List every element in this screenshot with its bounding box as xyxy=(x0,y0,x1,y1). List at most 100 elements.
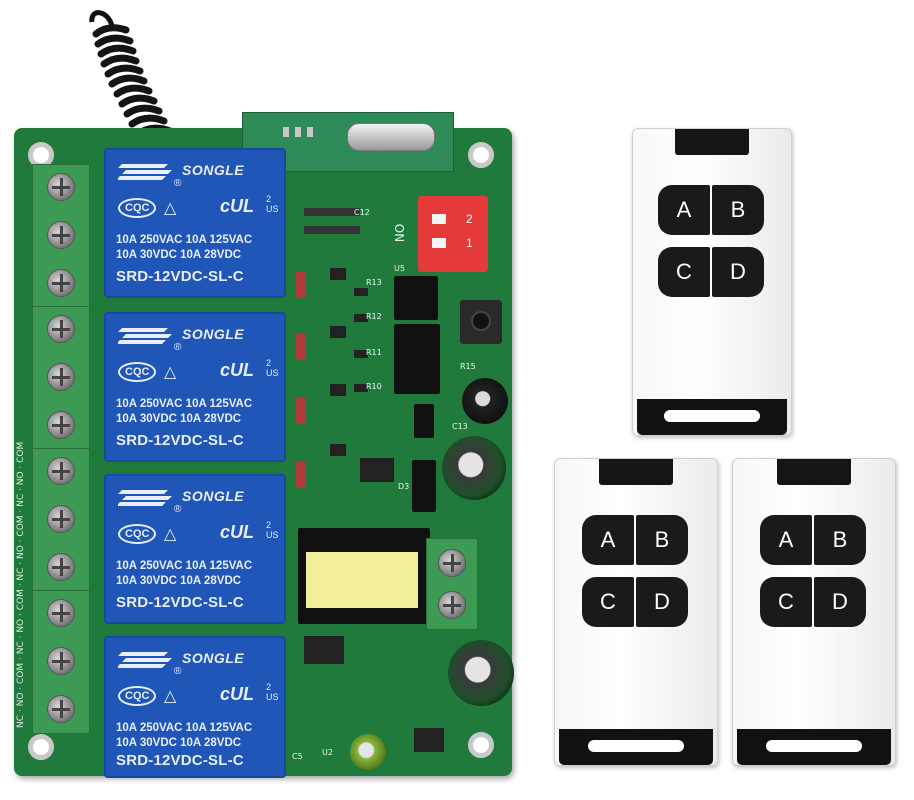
remote-button-b[interactable]: B xyxy=(814,515,866,565)
resistor xyxy=(354,288,368,296)
remote-button-d[interactable]: D xyxy=(712,247,764,297)
terminal-block-relay-3 xyxy=(32,448,90,592)
label-c12: C12 xyxy=(354,208,370,217)
mount-hole-bottom-left xyxy=(28,734,54,760)
dip-switch[interactable]: 2 1 xyxy=(418,196,488,272)
warning-triangle-icon: △ xyxy=(164,526,177,543)
transistor xyxy=(330,384,346,396)
terminal-screw xyxy=(47,315,75,343)
ic-u5 xyxy=(394,276,438,320)
terminal-screw xyxy=(47,173,75,201)
remote-control-2: A B C D xyxy=(554,458,718,766)
resistor xyxy=(354,384,368,392)
remote-button-b[interactable]: B xyxy=(636,515,688,565)
dip-switch-lever-2[interactable] xyxy=(432,238,446,248)
remote-button-c[interactable]: C xyxy=(658,247,710,297)
remote-button-a[interactable]: A xyxy=(760,515,812,565)
relay-spec-ac: 10A 250VAC 10A 125VAC xyxy=(116,398,253,410)
keyring-slot xyxy=(766,740,862,752)
remote-button-a[interactable]: A xyxy=(658,185,710,235)
ul-mark: cUL xyxy=(220,360,255,380)
terminal-screw xyxy=(438,549,466,577)
terminal-screw xyxy=(47,695,75,723)
terminal-block-relay-1 xyxy=(32,164,90,308)
rf-receiver-module xyxy=(242,112,454,172)
capacitor-filter xyxy=(448,640,514,706)
smd-ic xyxy=(360,458,394,482)
remote-button-d[interactable]: D xyxy=(636,577,688,627)
remote-button-c[interactable]: C xyxy=(582,577,634,627)
relay-board: NC · NO · COM · NC · NO · COM · NC · NO … xyxy=(14,112,514,778)
transistor xyxy=(330,326,346,338)
ic-small xyxy=(414,404,434,438)
relay-spec-dc: 10A 30VDC 10A 28VDC xyxy=(116,575,242,587)
terminal-screw xyxy=(47,363,75,391)
diode xyxy=(296,334,306,360)
power-terminal xyxy=(426,538,478,630)
relay-brand: SONGLE xyxy=(182,326,245,342)
relay-spec-dc: 10A 30VDC 10A 28VDC xyxy=(116,249,242,261)
relay-model: SRD-12VDC-SL-C xyxy=(116,268,244,285)
remote-button-c[interactable]: C xyxy=(760,577,812,627)
songle-logo-icon xyxy=(118,164,172,180)
relay-model: SRD-12VDC-SL-C xyxy=(116,432,244,449)
terminal-screw xyxy=(438,591,466,619)
songle-logo-icon xyxy=(118,652,172,668)
regulator-chip xyxy=(412,460,436,512)
diode xyxy=(296,462,306,488)
terminal-block-relay-2 xyxy=(32,306,90,450)
dip-switch-lever-1[interactable] xyxy=(432,214,446,224)
transistor xyxy=(330,268,346,280)
label-d3: D3 xyxy=(398,482,410,491)
remote-top-slot xyxy=(675,129,749,155)
relay-spec-dc: 10A 30VDC 10A 28VDC xyxy=(116,413,242,425)
relay-brand: SONGLE xyxy=(182,488,245,504)
label-r13: R13 xyxy=(366,278,382,287)
remote-button-d[interactable]: D xyxy=(814,577,866,627)
cqc-mark: CQC xyxy=(118,686,157,706)
warning-triangle-icon: △ xyxy=(164,200,177,217)
label-c5: C5 xyxy=(292,752,303,761)
mount-hole-bottom-right xyxy=(468,732,494,758)
capacitor-large xyxy=(442,436,506,500)
label-r10: R10 xyxy=(366,382,382,391)
mount-hole-top-right xyxy=(468,142,494,168)
songle-logo-icon xyxy=(118,328,172,344)
remote-top-slot xyxy=(777,459,851,485)
remote-keypad: A B C D xyxy=(658,185,766,301)
smd-ic xyxy=(414,728,444,752)
terminal-screw xyxy=(47,457,75,485)
relay-spec-ac: 10A 250VAC 10A 125VAC xyxy=(116,560,253,572)
cqc-mark: CQC xyxy=(118,198,157,218)
remote-button-a[interactable]: A xyxy=(582,515,634,565)
smd-ic xyxy=(304,636,344,664)
relay-spec-ac: 10A 250VAC 10A 125VAC xyxy=(116,722,253,734)
remote-keyring-band xyxy=(559,729,713,765)
learn-push-button[interactable] xyxy=(460,300,502,344)
dip-on-label: ON xyxy=(392,223,407,243)
relay-model: SRD-12VDC-SL-C xyxy=(116,594,244,611)
terminal-screw xyxy=(47,411,75,439)
cqc-mark: CQC xyxy=(118,362,157,382)
label-r11: R11 xyxy=(366,348,382,357)
remote-button-b[interactable]: B xyxy=(712,185,764,235)
cqc-mark: CQC xyxy=(118,524,157,544)
capacitor-small-bottom xyxy=(350,734,386,770)
relay-spec-ac: 10A 250VAC 10A 125VAC xyxy=(116,234,253,246)
remote-keyring-band xyxy=(637,399,787,435)
keyring-slot xyxy=(588,740,684,752)
relay-model: SRD-12VDC-SL-C xyxy=(116,752,244,769)
terminal-screw xyxy=(47,553,75,581)
warning-triangle-icon: △ xyxy=(164,688,177,705)
mount-hole-top-left xyxy=(28,142,54,168)
keyring-slot xyxy=(664,410,760,422)
remote-keypad: A B C D xyxy=(760,515,868,631)
warning-triangle-icon: △ xyxy=(164,364,177,381)
crystal-oscillator xyxy=(347,123,435,151)
resistor xyxy=(304,208,360,216)
terminal-block-relay-4 xyxy=(32,590,90,734)
